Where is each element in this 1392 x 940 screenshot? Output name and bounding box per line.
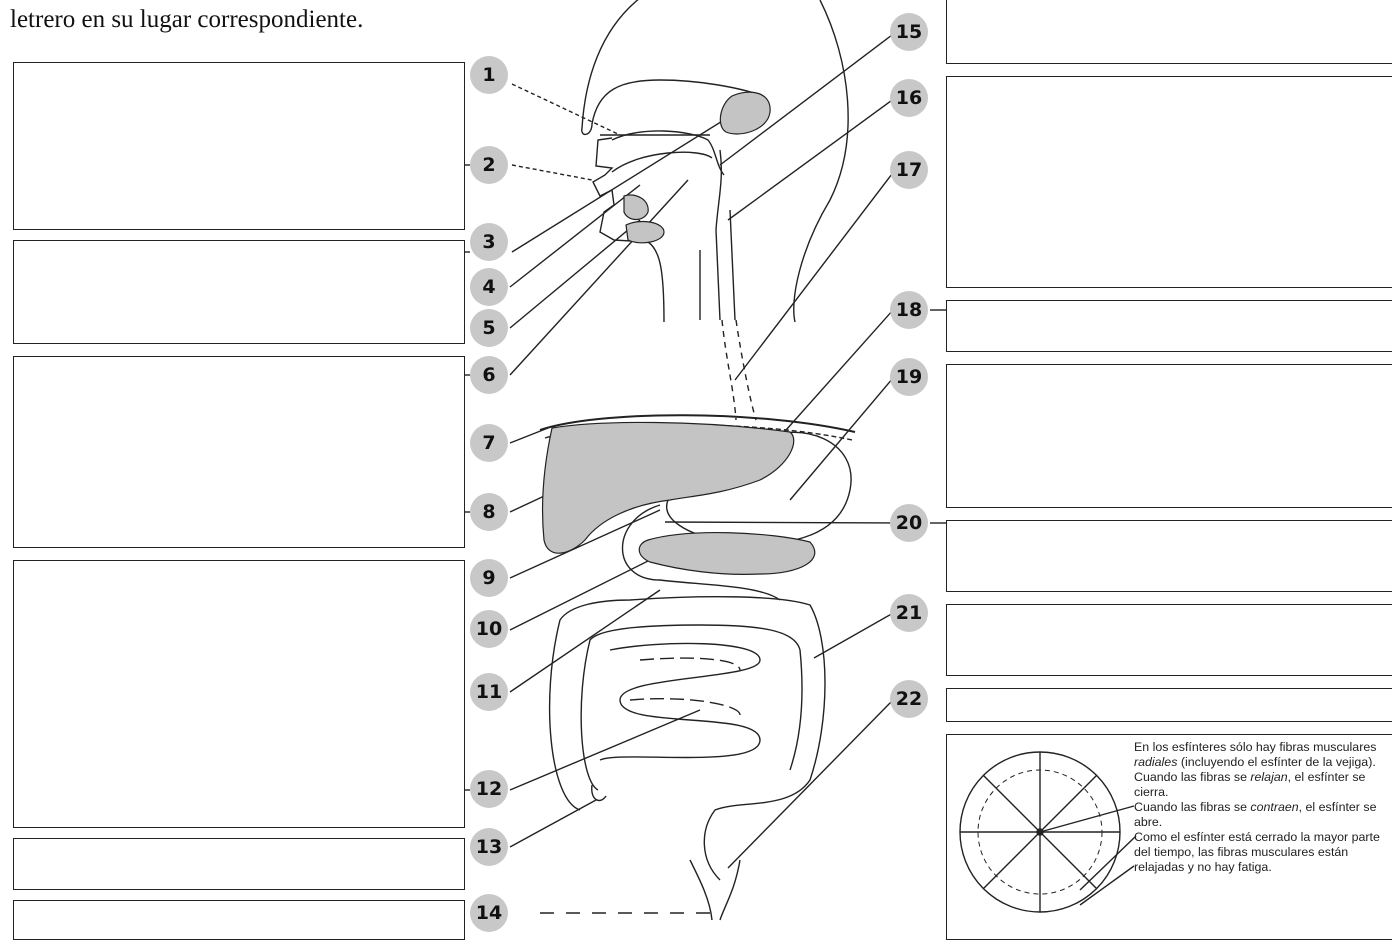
rectum	[690, 860, 740, 920]
label-badge-7: 7	[470, 424, 508, 462]
label-badge-17: 17	[890, 151, 928, 189]
label-badge-19: 19	[890, 358, 928, 396]
pointer-line-c	[1080, 866, 1134, 905]
small-intestine-2	[630, 658, 740, 715]
label-badge-10: 10	[470, 610, 508, 648]
note-line-3: Cuando las fibras se contraen, el esfínt…	[1134, 800, 1390, 830]
leader-1	[512, 84, 620, 135]
leader-20	[665, 522, 893, 523]
label-badge-13: 13	[470, 828, 508, 866]
back-of-head	[794, 0, 848, 322]
salivary-gland-parotid	[720, 92, 770, 134]
pancreas	[639, 533, 815, 575]
label-badge-20: 20	[890, 504, 928, 542]
esophagus-thorax	[722, 320, 756, 420]
label-badge-12: 12	[470, 770, 508, 808]
sphincter-note: En los esfínteres sólo hay fibras muscul…	[1134, 740, 1390, 875]
label-badge-4: 4	[470, 268, 508, 306]
tongue	[612, 152, 712, 172]
pointer-line-b	[1080, 836, 1136, 890]
label-badge-9: 9	[470, 559, 508, 597]
label-badge-18: 18	[890, 291, 928, 329]
label-badge-11: 11	[470, 673, 508, 711]
leader-2	[512, 165, 592, 180]
label-badge-3: 3	[470, 223, 508, 261]
salivary-gland-sublingual	[624, 195, 648, 220]
leader-10	[510, 555, 660, 630]
leader-19	[790, 378, 893, 500]
label-badge-2: 2	[470, 146, 508, 184]
label-badge-8: 8	[470, 493, 508, 531]
label-badge-14: 14	[470, 894, 508, 932]
leader-6	[510, 180, 688, 375]
label-badge-21: 21	[890, 594, 928, 632]
leader-22	[728, 700, 893, 868]
leader-13	[510, 800, 596, 847]
sphincter-diagram	[960, 752, 1136, 912]
label-badge-22: 22	[890, 680, 928, 718]
leader-21	[814, 612, 895, 658]
label-badge-15: 15	[890, 13, 928, 51]
leader-17	[735, 170, 895, 380]
label-badge-16: 16	[890, 79, 928, 117]
salivary-gland-submandibular	[626, 221, 664, 242]
pharynx	[716, 150, 721, 320]
note-line-2: Cuando las fibras se relajan, el esfínte…	[1134, 770, 1390, 800]
esophagus-upper	[730, 210, 735, 320]
leader-3	[512, 110, 740, 252]
label-badge-1: 1	[470, 56, 508, 94]
note-line-4: Como el esfínter está cerrado la mayor p…	[1134, 830, 1390, 875]
label-badge-5: 5	[470, 309, 508, 347]
label-badge-6: 6	[470, 356, 508, 394]
note-line-1: En los esfínteres sólo hay fibras muscul…	[1134, 740, 1390, 770]
leader-7	[510, 428, 548, 443]
leader-12	[510, 710, 700, 790]
